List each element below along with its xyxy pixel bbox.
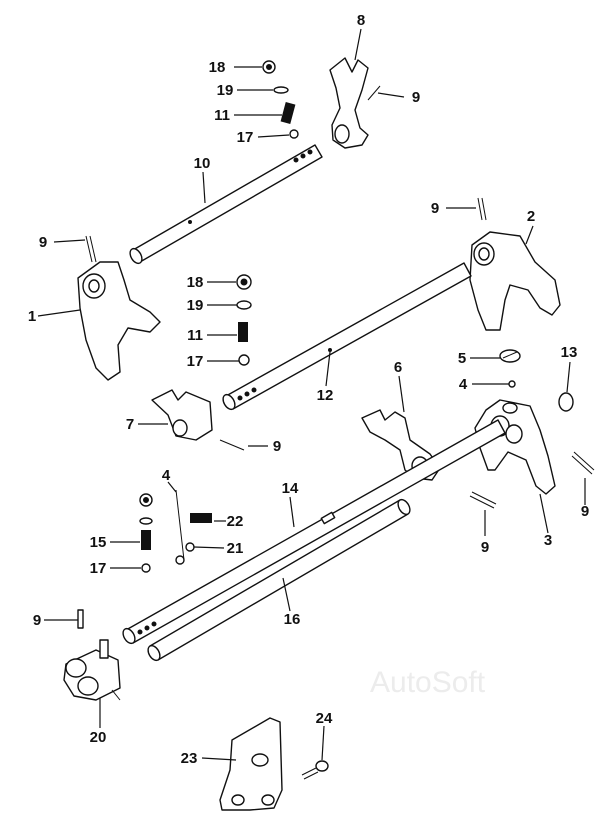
plug-5 bbox=[499, 349, 521, 363]
plug-18-low bbox=[139, 493, 153, 507]
callout-6: 6 bbox=[394, 359, 402, 376]
leader-lines bbox=[37, 28, 586, 761]
oring-13 bbox=[558, 392, 574, 412]
shift-rod-14 bbox=[122, 419, 506, 645]
callout-15: 15 bbox=[90, 534, 107, 551]
callout-22: 22 bbox=[227, 513, 244, 530]
callout-10: 10 bbox=[194, 155, 211, 172]
callout-24: 24 bbox=[316, 710, 333, 727]
callout-17: 17 bbox=[237, 129, 254, 146]
callout-13: 13 bbox=[561, 344, 578, 361]
callout-19: 19 bbox=[217, 82, 234, 99]
callout-12: 12 bbox=[317, 387, 334, 404]
shift-fork-2 bbox=[469, 197, 561, 331]
spring-15 bbox=[141, 530, 151, 550]
callout-21: 21 bbox=[227, 540, 244, 557]
shift-rod-12 bbox=[222, 262, 472, 411]
plug-18-mid bbox=[236, 274, 252, 290]
roll-pin-9-left bbox=[77, 609, 84, 629]
callout-9: 9 bbox=[581, 503, 589, 520]
spring-22 bbox=[190, 513, 212, 523]
callout-20: 20 bbox=[90, 729, 107, 746]
bolt-24 bbox=[301, 760, 329, 780]
ball-17-mid bbox=[238, 354, 250, 366]
callout-11: 11 bbox=[214, 107, 230, 124]
shift-rod-10 bbox=[129, 144, 323, 265]
callout-16: 16 bbox=[284, 611, 301, 628]
ball-21 bbox=[185, 542, 195, 552]
shift-fork-3 bbox=[474, 399, 556, 495]
ball-17-low bbox=[141, 563, 151, 573]
pin-4-low bbox=[175, 489, 185, 565]
callout-18: 18 bbox=[209, 59, 226, 76]
callout-4: 4 bbox=[162, 467, 171, 484]
callout-9: 9 bbox=[481, 539, 489, 556]
shift-fork-8 bbox=[329, 57, 381, 149]
callout-9: 9 bbox=[412, 89, 420, 106]
shift-head-20 bbox=[63, 639, 121, 701]
callout-19: 19 bbox=[187, 297, 204, 314]
shift-fork-1 bbox=[77, 235, 161, 381]
roll-pin-9-right bbox=[571, 451, 595, 475]
callout-11: 11 bbox=[187, 327, 203, 344]
callout-17: 17 bbox=[187, 353, 204, 370]
bracket-23 bbox=[219, 717, 283, 811]
ball-4-mid bbox=[508, 380, 516, 388]
callout-23: 23 bbox=[181, 750, 198, 767]
callout-9: 9 bbox=[39, 234, 47, 251]
shift-block-7 bbox=[151, 389, 245, 451]
washer-19-top bbox=[273, 86, 289, 94]
roll-pin-9-center bbox=[469, 491, 497, 509]
callout-14: 14 bbox=[282, 480, 299, 497]
spring-11-top bbox=[280, 102, 296, 124]
callout-7: 7 bbox=[126, 416, 134, 433]
callout-18: 18 bbox=[187, 274, 204, 291]
callout-3: 3 bbox=[544, 532, 552, 549]
callout-9: 9 bbox=[431, 200, 439, 217]
ball-17-top bbox=[289, 129, 299, 139]
callout-labels: 8 18 19 9 11 17 10 9 2 9 18 19 1 11 17 1… bbox=[28, 12, 589, 767]
callout-2: 2 bbox=[527, 208, 535, 225]
washer-19-low bbox=[139, 517, 153, 525]
callout-8: 8 bbox=[357, 12, 365, 29]
washer-19-mid bbox=[236, 300, 252, 310]
callout-4: 4 bbox=[459, 376, 468, 393]
callout-17: 17 bbox=[90, 560, 107, 577]
spring-11-mid bbox=[238, 322, 248, 342]
callout-9: 9 bbox=[273, 438, 281, 455]
callout-1: 1 bbox=[28, 308, 36, 325]
watermark: AutoSoft bbox=[370, 666, 486, 699]
shift-rod-16 bbox=[147, 498, 411, 662]
plug-18-top bbox=[262, 60, 276, 74]
callout-5: 5 bbox=[458, 350, 466, 367]
callout-9: 9 bbox=[33, 612, 41, 629]
